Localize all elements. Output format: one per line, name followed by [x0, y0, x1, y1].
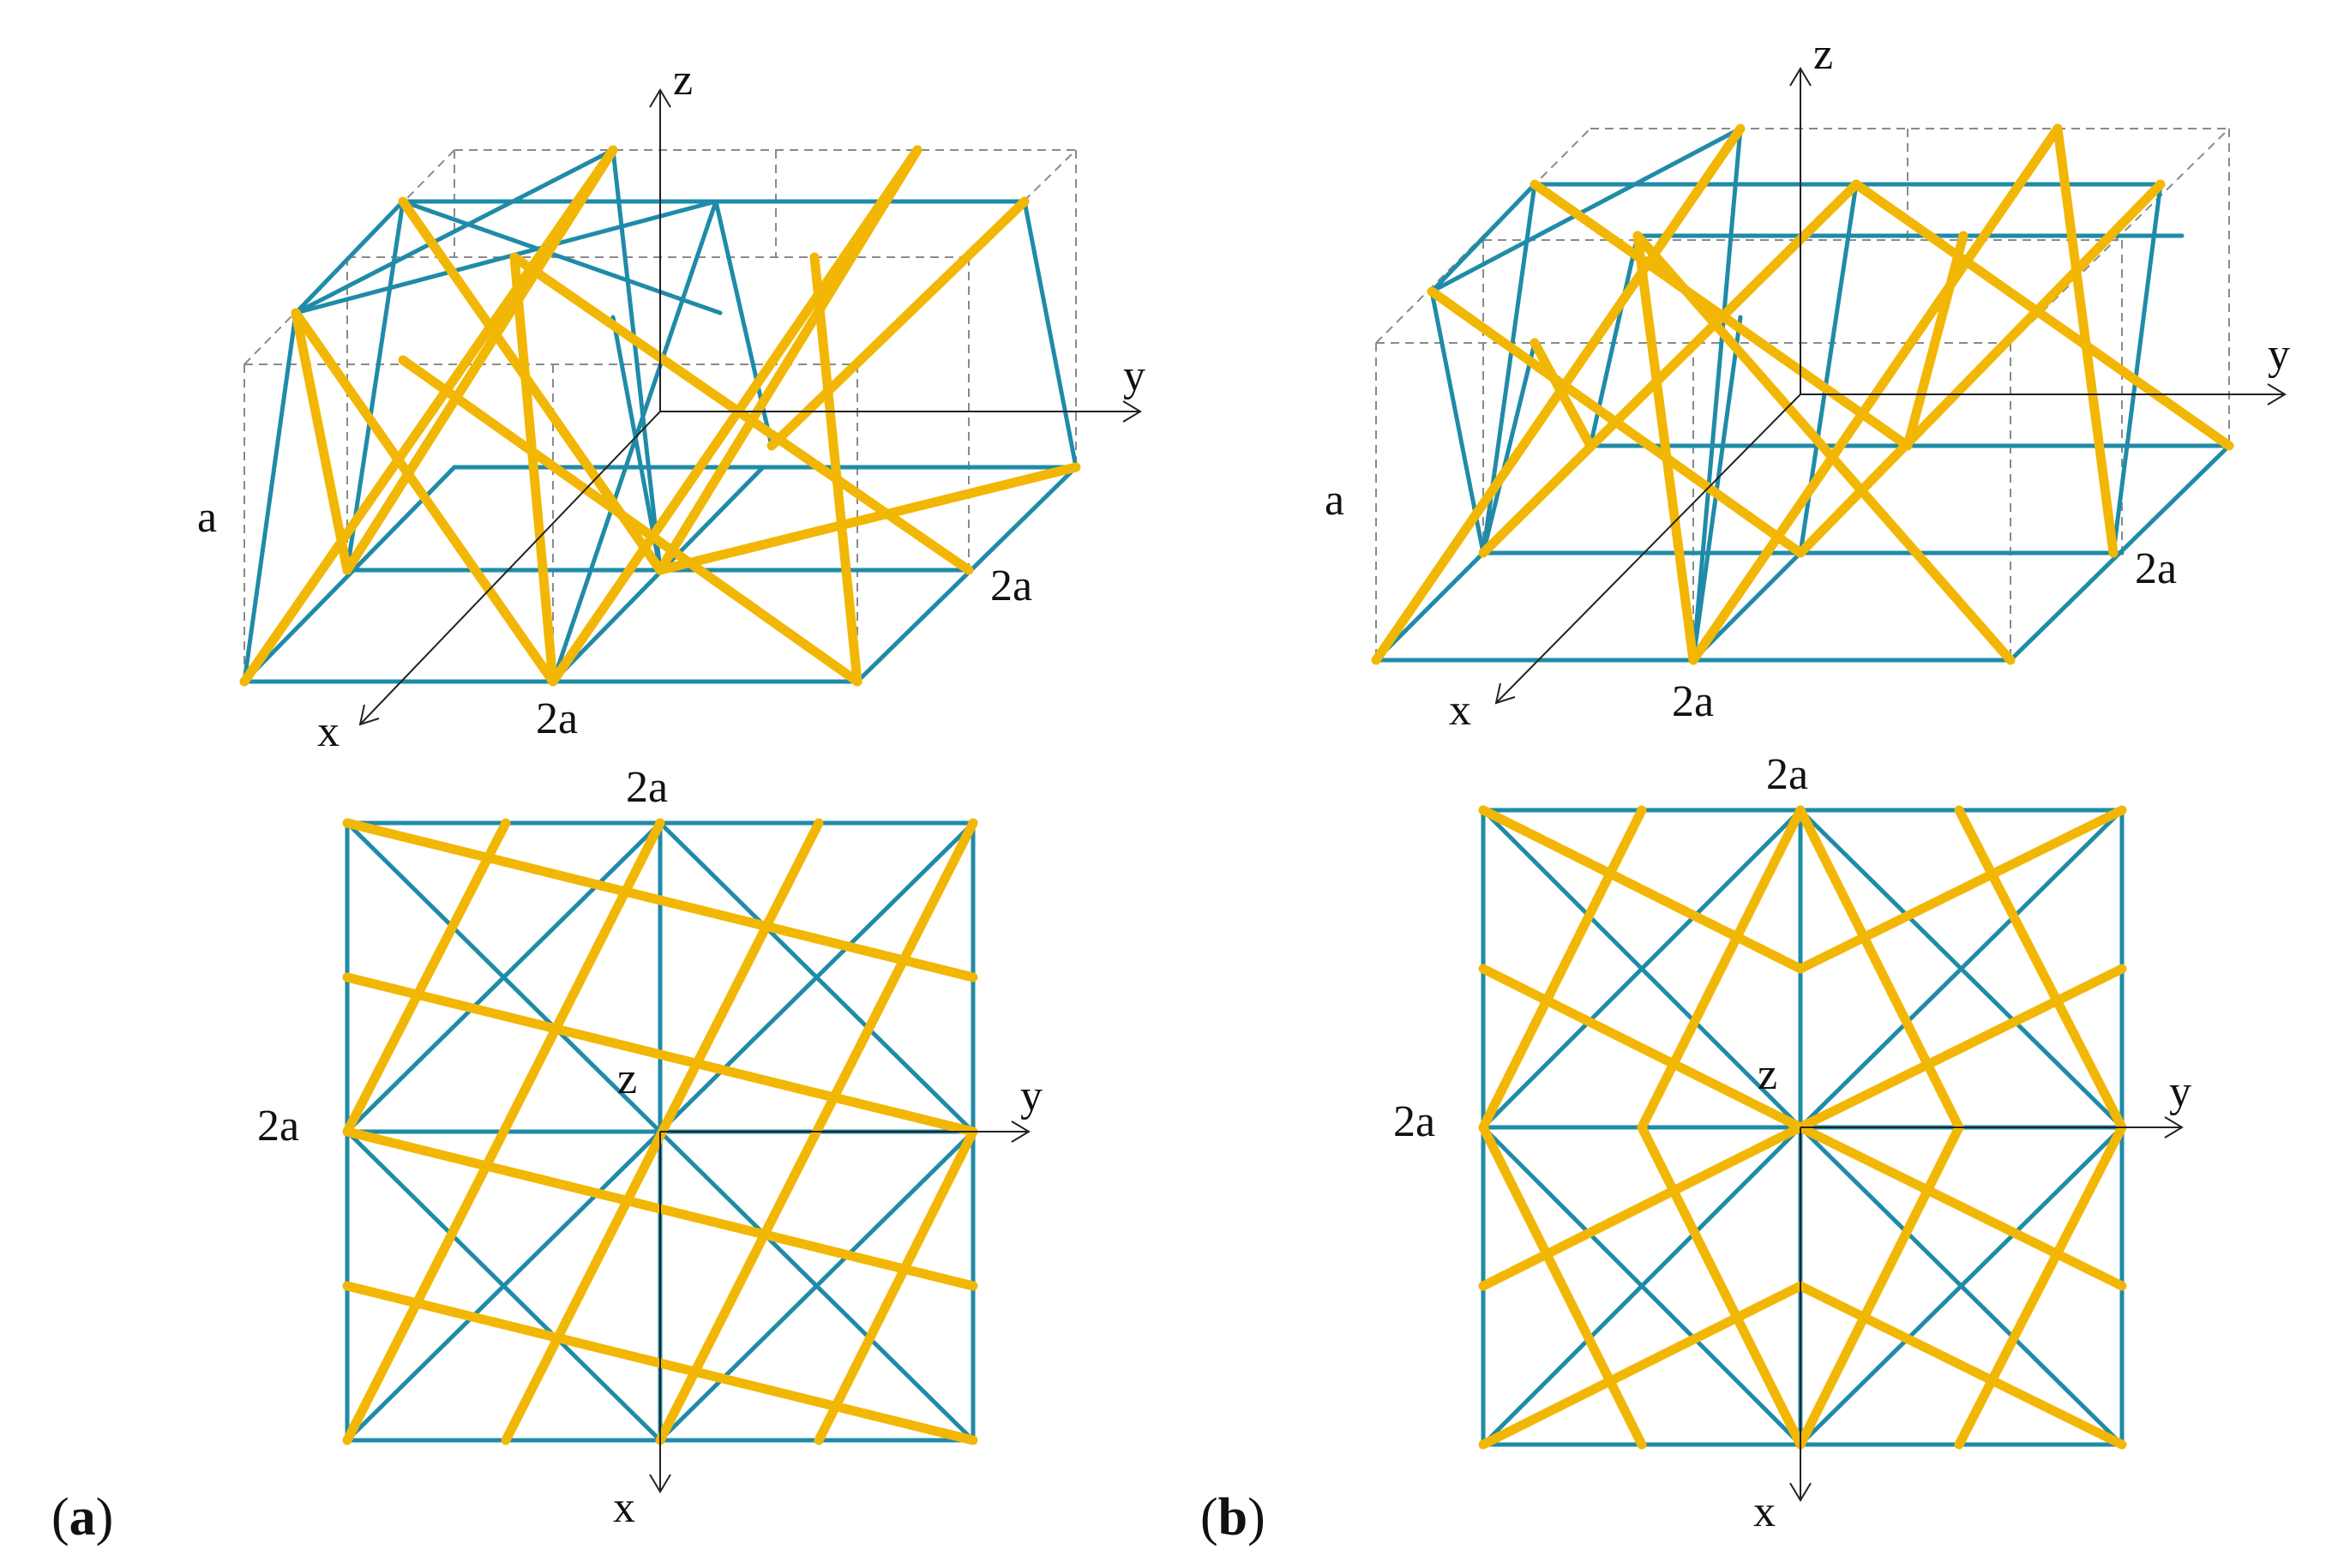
plan-axes	[1789, 1116, 2184, 1502]
panel-b-3d-height-label: a	[1325, 476, 1344, 525]
panel-b-3d-view	[1371, 67, 2287, 705]
panel-b-plan-axis-z-label: z	[1758, 1050, 1777, 1099]
panel-a-3d-axis-y-label: y	[1123, 351, 1145, 400]
panel-a-label-open: (	[51, 1488, 69, 1547]
panel-a-3d-axis-x-label: x	[317, 707, 340, 756]
panel-a-3d-axis-z-label: z	[673, 56, 693, 105]
panel-b-label: (b)	[1200, 1488, 1265, 1547]
panel-b-label-open: (	[1200, 1488, 1218, 1547]
panel-a-label-letter: a	[69, 1488, 96, 1547]
yellow-struts	[239, 145, 1081, 687]
yellow-struts	[1371, 123, 2234, 665]
panel-a-plan-view	[342, 818, 1031, 1493]
panel-a-plan-axis-y-label: y	[1020, 1072, 1043, 1120]
panel-b-plan-top-dim-label: 2a	[1766, 750, 1808, 799]
panel-b-3d-axis-z-label: z	[1813, 30, 1833, 79]
plan-axes	[649, 1120, 1031, 1493]
panel-b-label-letter: b	[1218, 1488, 1247, 1547]
panel-a-plan-axis-z-label: z	[617, 1054, 637, 1103]
panel-a-label-close: )	[96, 1488, 114, 1547]
yellow-diagonals	[1478, 805, 2127, 1450]
panel-b-3d-front-dim-label: 2a	[1672, 677, 1714, 726]
panel-a-plan-axis-x-label: x	[613, 1483, 635, 1532]
panel-b-plan-left-dim-label: 2a	[1393, 1097, 1435, 1146]
panel-a-3d-height-label: a	[197, 493, 217, 542]
panel-b-3d-axis-x-label: x	[1449, 686, 1471, 735]
panel-a-label: (a)	[51, 1488, 113, 1547]
panel-b-plan-axis-y-label: y	[2169, 1067, 2191, 1116]
panel-b-3d-side-dim-label: 2a	[2135, 544, 2177, 593]
panel-b-plan-axis-x-label: x	[1753, 1487, 1776, 1536]
panel-a-plan-top-dim-label: 2a	[626, 763, 668, 812]
panel-a-3d-side-dim-label: 2a	[990, 562, 1032, 610]
axes	[358, 88, 1142, 726]
panel-b-label-close: )	[1247, 1488, 1265, 1547]
panel-a-3d-view	[239, 88, 1142, 726]
dashed-unit-cells	[1375, 128, 2230, 660]
panel-a-plan-left-dim-label: 2a	[257, 1102, 299, 1150]
panel-a-3d-front-dim-label: 2a	[536, 694, 578, 743]
panel-b-plan-view	[1478, 805, 2184, 1502]
panel-b-3d-axis-y-label: y	[2268, 330, 2290, 379]
axes	[1494, 67, 2287, 705]
